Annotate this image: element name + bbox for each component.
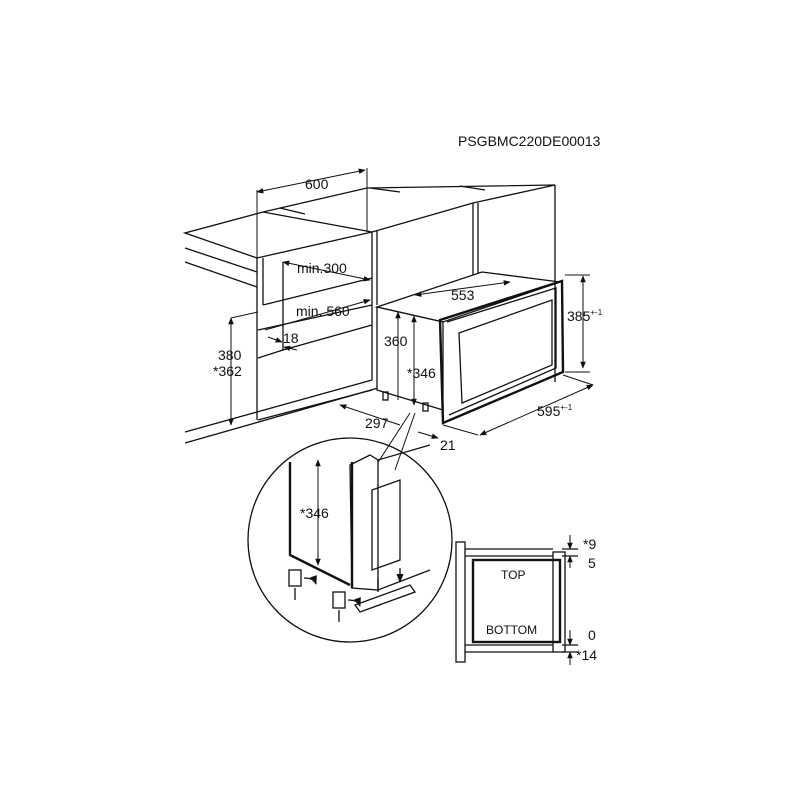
dim-foot-depth: 297	[365, 415, 389, 431]
dim-body-height: 360	[384, 333, 408, 349]
microwave	[374, 271, 565, 425]
dim-niche-height-alt: *362	[213, 363, 242, 379]
dim-cabinet-width: 600	[305, 176, 329, 192]
drawing-code: PSGBMC220DE00013	[458, 133, 601, 149]
foot-detail-callout	[247, 437, 453, 643]
dim-side-gap: 18	[283, 330, 299, 346]
dim-bottom-offset-alt: *14	[576, 647, 597, 663]
dim-detail-height: *346	[300, 505, 329, 521]
dim-frame-depth: 21	[440, 437, 456, 453]
dim-body-height-alt: *346	[407, 365, 436, 381]
label-top: TOP	[501, 568, 525, 582]
dim-min-depth-top: min.300	[297, 260, 347, 276]
dim-niche-height: 380	[218, 347, 242, 363]
dim-bottom-offset: 0	[588, 627, 596, 643]
label-bottom: BOTTOM	[486, 623, 537, 637]
dim-top-offset-alt: *9	[583, 536, 596, 552]
dim-front-height: 385+-1	[567, 308, 603, 324]
front-view-diagram	[455, 535, 578, 665]
dim-body-depth: 553	[451, 287, 475, 303]
dimension-lines	[228, 168, 594, 471]
dim-front-width: 595+-1	[537, 403, 573, 419]
dim-min-depth: min. 560	[296, 303, 350, 319]
kitchen-cabinets	[182, 184, 556, 444]
dim-top-offset: 5	[588, 555, 596, 571]
